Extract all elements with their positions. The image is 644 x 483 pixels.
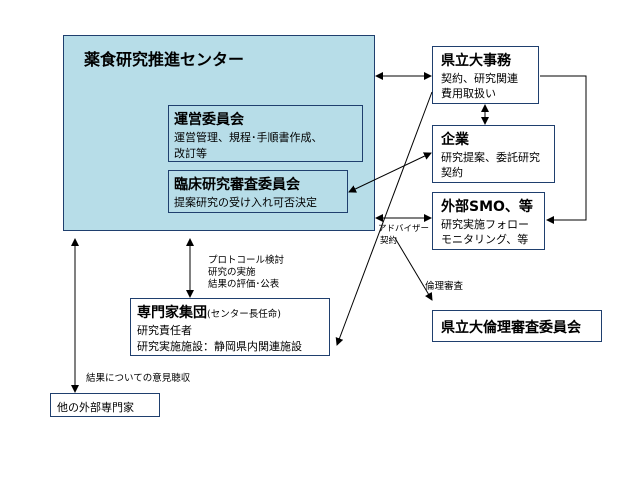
steering-committee-title: 運営委員会 [174,112,244,128]
opinion-label: 結果についての意見聴収 [86,373,191,384]
university-office-title: 県立大事務 [441,53,511,69]
company-desc-2: 契約 [441,166,463,179]
university-office-desc-2: 費用取扱い [441,87,496,100]
expert-group-desc-1: 研究責任者 [137,324,192,337]
protocol-label-2: 研究の実施 [208,267,256,278]
expert-group-appointment: (センター長任命) [207,309,281,320]
university-office-desc-1: 契約、研究関連 [441,72,518,85]
external-smo-title: 外部SMO、等 [441,199,533,215]
steering-committee-desc-1: 運営管理、規程･手順書作成、 [174,131,323,144]
protocol-label-3: 結果の評価･公表 [208,279,280,290]
expert-group-desc-2: 研究実施施設：静岡県内関連施設 [137,340,302,353]
expert-group-box: 専門家集団(センター長任命) 研究責任者 研究実施施設：静岡県内関連施設 [130,298,330,356]
expert-group-title: 専門家集団 [137,305,207,321]
clinical-review-committee-box: 臨床研究審査委員会 提案研究の受け入れ可否決定 [168,170,348,213]
external-smo-desc-1: 研究実施フォロー [441,218,529,231]
company-box: 企業 研究提案、委託研究 契約 [432,125,555,183]
external-smo-box: 外部SMO、等 研究実施フォロー モニタリング、等 [432,192,545,250]
ethics-committee-title: 県立大倫理審査委員会 [441,320,581,336]
other-experts-title: 他の外部専門家 [57,401,134,414]
company-title: 企業 [441,132,469,148]
steering-committee-box: 運営委員会 運営管理、規程･手順書作成、 改訂等 [168,105,363,162]
advisor-label-1: アドバイザー [378,224,430,234]
company-desc-1: 研究提案、委託研究 [441,151,540,164]
steering-committee-desc-2: 改訂等 [174,147,207,160]
expert-group-title-row: 専門家集団(センター長任命) [137,302,281,322]
advisor-label-2: 契約 [380,236,398,246]
clinical-review-committee-title: 臨床研究審査委員会 [174,177,300,193]
external-smo-desc-2: モニタリング、等 [441,233,529,246]
ethics-review-label: 倫理審査 [425,281,464,292]
other-experts-box: 他の外部専門家 [50,393,160,417]
university-office-box: 県立大事務 契約、研究関連 費用取扱い [432,46,539,104]
research-center-title: 薬食研究推進センター [84,50,245,69]
protocol-label-1: プロトコール検討 [208,255,285,266]
ethics-committee-box: 県立大倫理審査委員会 [432,310,602,342]
clinical-review-committee-desc: 提案研究の受け入れ可否決定 [174,196,317,209]
